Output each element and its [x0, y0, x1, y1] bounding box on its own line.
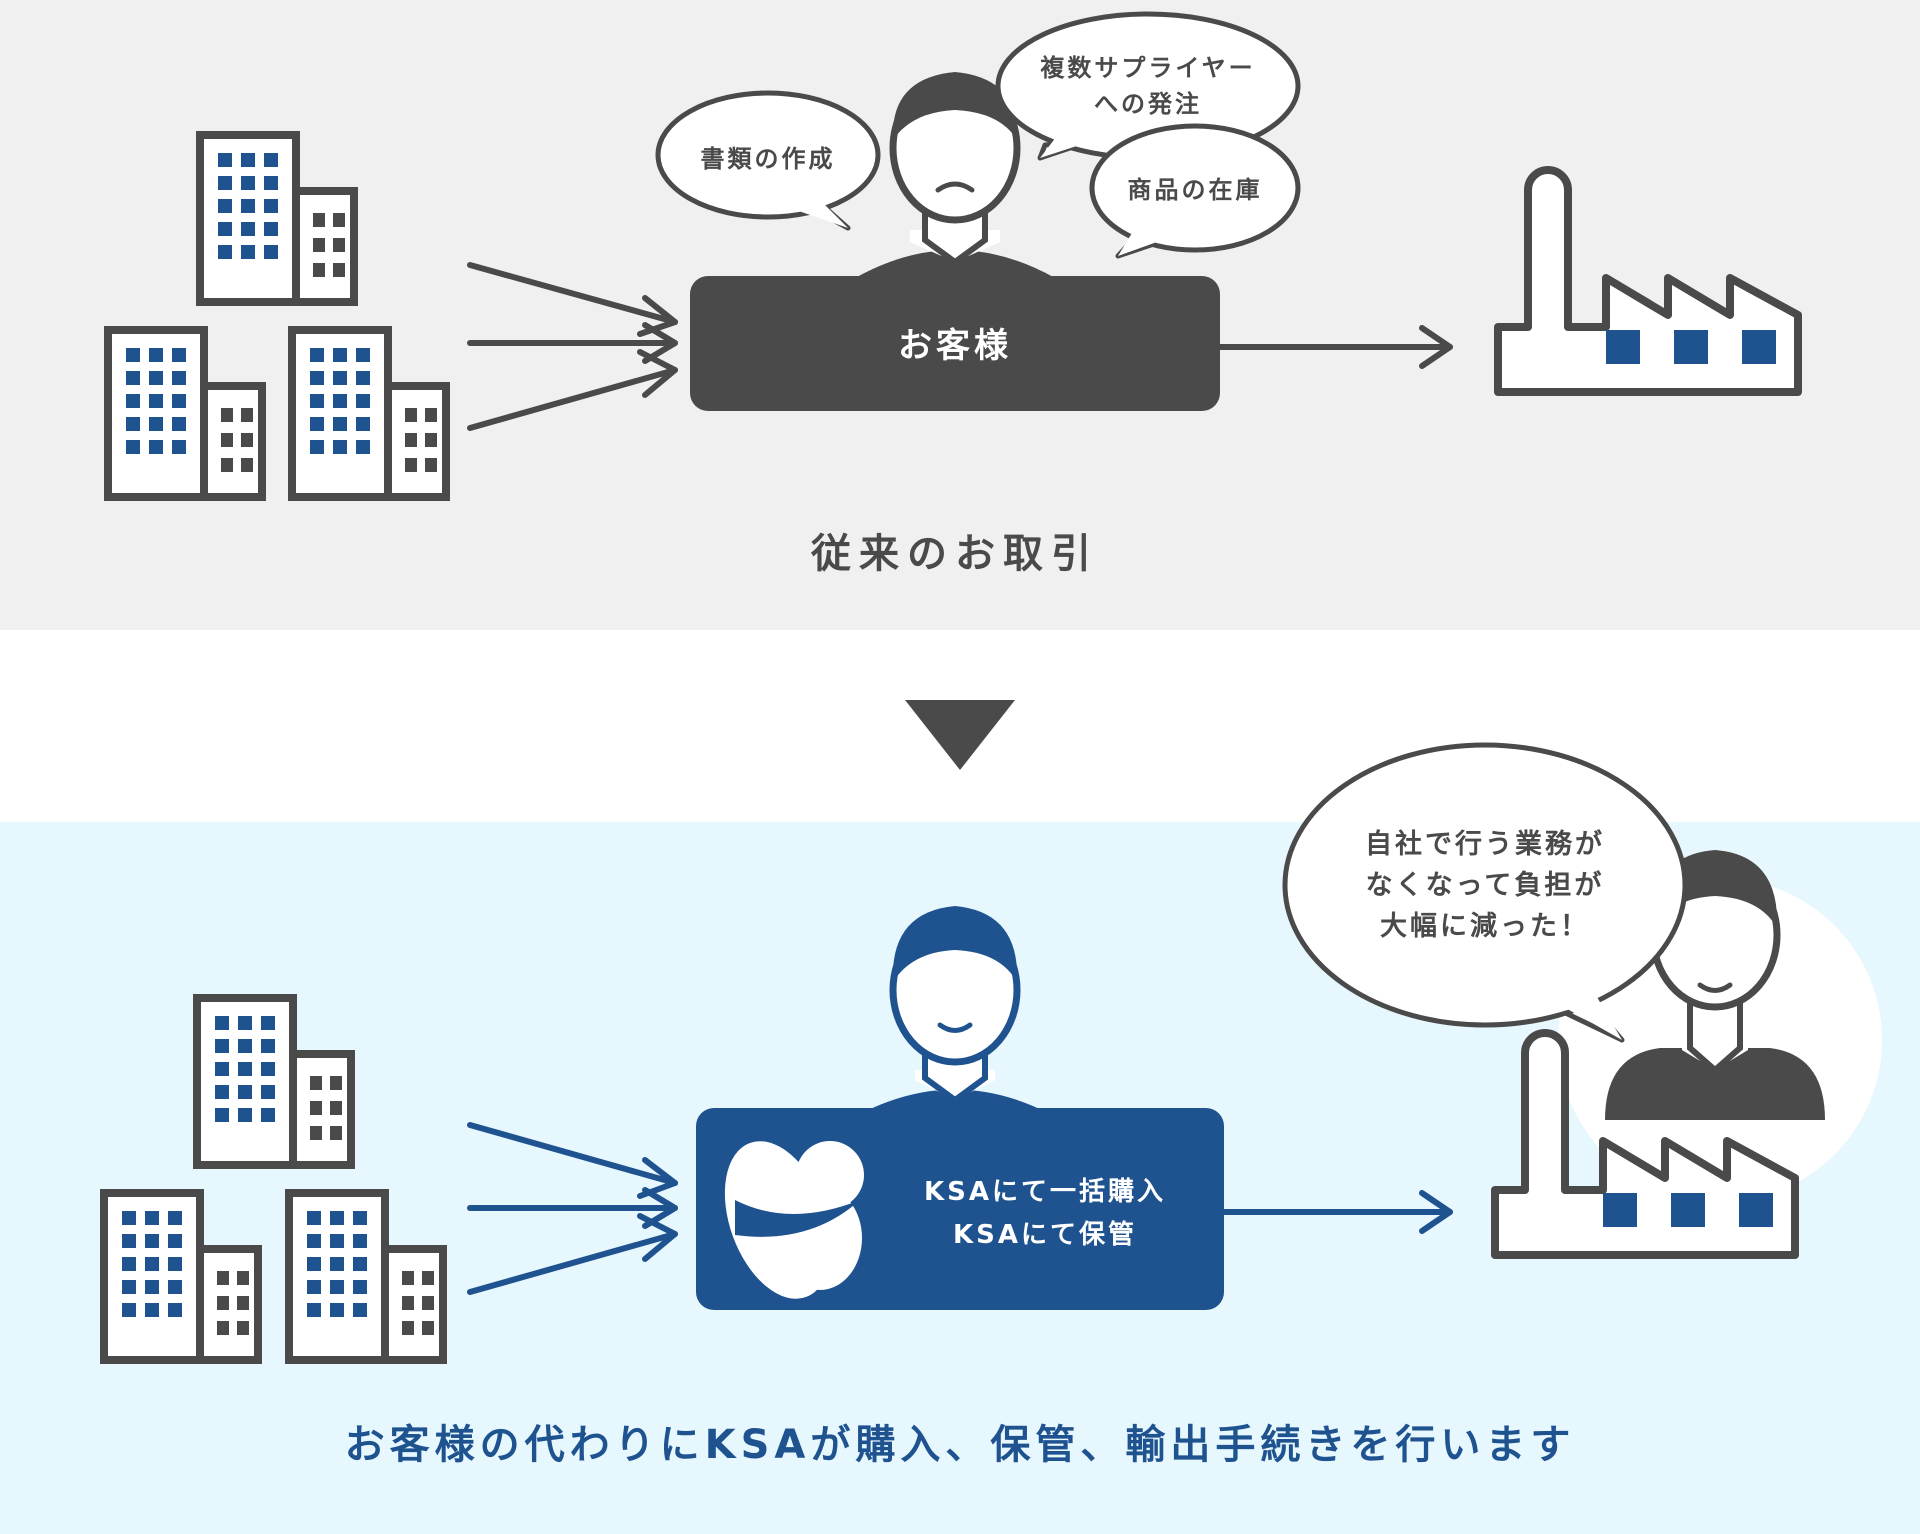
arrow-right-icon: [1221, 1190, 1453, 1234]
down-triangle-icon: [905, 700, 1015, 770]
bubble-suppliers: 複数サプライヤー への発注: [995, 11, 1301, 161]
arrow-right-icon: [467, 262, 678, 431]
customer-hub-label: お客様: [898, 326, 1012, 366]
bubble-text: への発注: [1094, 90, 1202, 118]
bubble-documents: 書類の作成: [655, 90, 881, 231]
ksa-hub-line1: KSAにて一括購入: [924, 1177, 1166, 1207]
customer-hub-box: [690, 276, 1220, 411]
bubble-inventory: 商品の在庫: [1089, 123, 1301, 259]
arrow-right-icon: [467, 1122, 678, 1295]
bubble-text: なくなって負担が: [1366, 869, 1605, 901]
bubble-text: 書類の作成: [701, 145, 836, 173]
arrow-right-icon: [1217, 325, 1453, 369]
bubble-text: 大幅に減った！: [1380, 911, 1590, 942]
bubble-reduced-burden: 自社で行う業務が なくなって負担が 大幅に減った！: [1282, 742, 1688, 1043]
after-caption: お客様の代わりにKSAが購入、保管、輸出手続きを行います: [345, 1422, 1576, 1468]
ksa-hub-line2: KSAにて保管: [953, 1220, 1137, 1250]
before-caption: 従来のお取引: [810, 531, 1099, 577]
ksa-logo: [724, 1141, 864, 1299]
bubble-text: 自社で行う業務が: [1365, 828, 1605, 860]
bubble-text: 複数サプライヤー: [1040, 54, 1255, 82]
bubble-text: 商品の在庫: [1128, 176, 1263, 204]
